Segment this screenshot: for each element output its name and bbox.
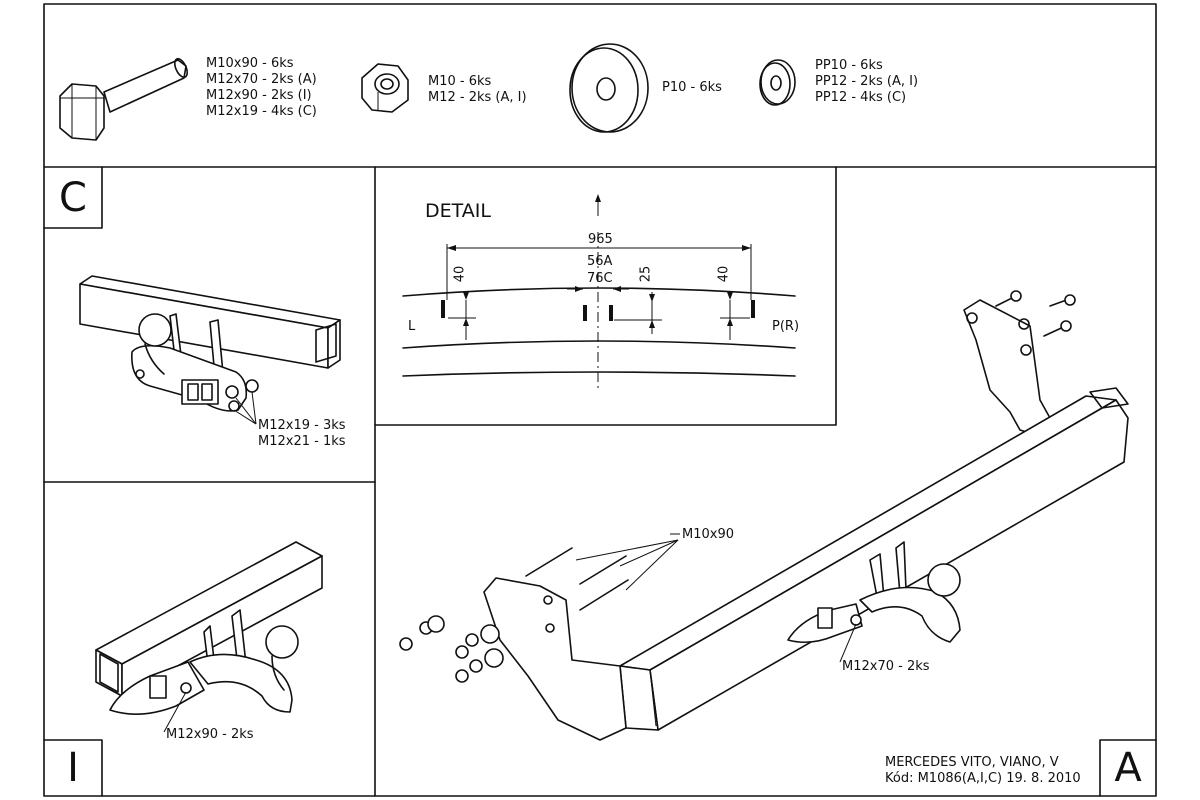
detail-side-right: P(R) [772, 319, 800, 334]
bolt-spec-line: M12x19 - 4ks (C) [206, 104, 317, 119]
detail-label-56a: 56A [587, 254, 613, 269]
panel-i-callout: M12x90 - 2ks [166, 727, 254, 742]
panel-c-callout-line: M12x21 - 1ks [258, 434, 346, 449]
panel-a-mount-callout: M12x70 - 2ks [842, 659, 930, 674]
title-block-code: Kód: M1086(A,I,C) 19. 8. 2010 [885, 771, 1081, 786]
washer-large-spec-list: P10 - 6ks [662, 80, 722, 96]
washer-small-icon [759, 59, 796, 106]
detail-side-left: L [408, 319, 416, 334]
nut-spec-line: M12 - 2ks (A, I) [428, 90, 527, 105]
washer-large-icon [569, 43, 649, 133]
washer-small-spec-list: PP10 - 6ks PP12 - 2ks (A, I) PP12 - 4ks … [815, 58, 918, 106]
nut-spec-line: M10 - 6ks [428, 74, 492, 89]
washer-large-spec-line: P10 - 6ks [662, 80, 722, 95]
nut-spec-list: M10 - 6ks M12 - 2ks (A, I) [428, 74, 527, 106]
bolt-spec-line: M12x90 - 2ks (I) [206, 88, 312, 103]
panel-a-bolts-callout: M10x90 [682, 527, 734, 542]
title-block: MERCEDES VITO, VIANO, V Kód: M1086(A,I,C… [885, 755, 1081, 787]
panel-c-callout-line: M12x19 - 3ks [258, 418, 346, 433]
detail-dim-965: 965 [588, 232, 613, 247]
panel-i-letter: I [67, 745, 79, 791]
nut-icon [361, 63, 409, 113]
washer-small-spec-line: PP12 - 2ks (A, I) [815, 74, 919, 89]
panel-c-letter: C [59, 175, 87, 221]
washer-small-spec-line: PP12 - 4ks (C) [815, 90, 907, 105]
bolt-spec-line: M12x70 - 2ks (A) [206, 72, 317, 87]
detail-title: DETAIL [425, 200, 491, 222]
title-block-model: MERCEDES VITO, VIANO, V [885, 755, 1059, 770]
panel-c-callout: M12x19 - 3ks M12x21 - 1ks [258, 418, 346, 450]
detail-label-76c: 76C [587, 271, 613, 286]
washer-small-spec-line: PP10 - 6ks [815, 58, 883, 73]
bolt-icon [59, 57, 188, 141]
panel-a-letter: A [1114, 745, 1142, 791]
bolt-spec-list: M10x90 - 6ks M12x70 - 2ks (A) M12x90 - 2… [206, 56, 317, 120]
bolt-spec-line: M10x90 - 6ks [206, 56, 294, 71]
